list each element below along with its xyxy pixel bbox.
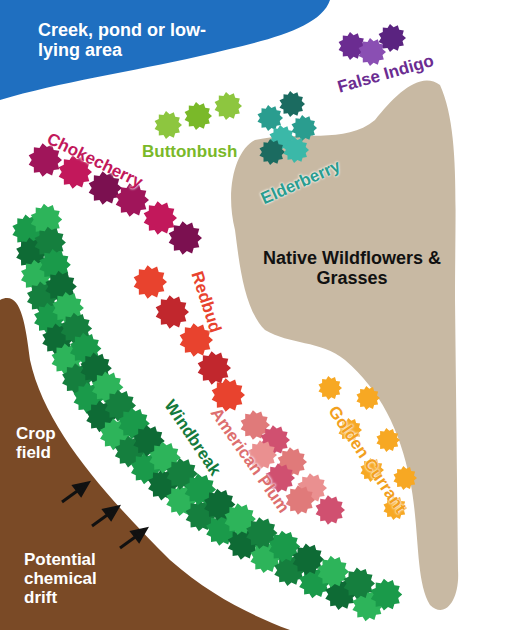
shrub <box>316 495 345 525</box>
shrub <box>286 485 315 515</box>
shrub-group <box>12 24 417 621</box>
creek-area <box>0 0 330 100</box>
shrub <box>185 102 212 130</box>
shrub <box>371 579 402 611</box>
shrub <box>379 24 406 52</box>
shrub <box>357 386 381 410</box>
map-region: Native Wildflowers & Grasses <box>262 248 442 308</box>
shrub <box>215 92 242 120</box>
shrub <box>280 91 306 117</box>
shrub <box>377 428 401 452</box>
shrub <box>134 265 167 299</box>
map-region: Creek, pond or low-lying area <box>38 20 238 80</box>
shrub <box>284 137 310 163</box>
shrub <box>318 556 349 588</box>
plant-label: Buttonbush <box>142 142 237 162</box>
region-label: Native Wildflowers & Grasses <box>262 248 442 288</box>
region-label: Crop field <box>16 424 86 462</box>
drift-arrows <box>62 483 146 548</box>
shrub <box>292 115 318 141</box>
shrub <box>155 111 182 139</box>
wildflower-area <box>231 80 458 610</box>
shrub <box>344 568 375 600</box>
shrub <box>319 376 343 400</box>
shrub <box>144 201 177 235</box>
shrub <box>156 295 189 329</box>
region-label: Creek, pond or low-lying area <box>38 20 238 60</box>
shrub <box>293 544 324 576</box>
shrub <box>260 139 286 165</box>
region-label: Potential chemical drift <box>24 550 134 607</box>
shrub <box>169 221 202 255</box>
